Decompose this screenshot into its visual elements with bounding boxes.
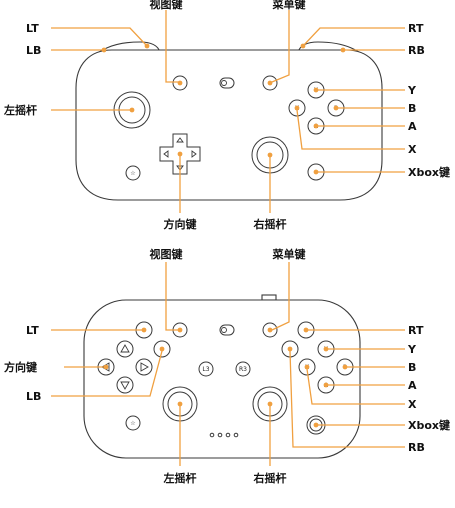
bottom-r3-letter: R3: [239, 366, 247, 373]
top-label-xbox: Xbox键: [408, 165, 451, 179]
top-leader-lines: [51, 10, 405, 213]
top-label-menu: 菜单键: [272, 0, 307, 11]
top-label-b: B: [408, 102, 416, 115]
bottom-label-b: B: [408, 361, 416, 374]
top-label-rt: RT: [408, 22, 424, 35]
bottom-dpad-up-icon: [120, 344, 130, 353]
bottom-share-button: [219, 324, 235, 336]
top-label-left-stick: 左摇杆: [3, 103, 37, 117]
top-label-rb: RB: [408, 44, 425, 57]
bottom-r3-button: [235, 361, 251, 377]
bottom-label-xbox: Xbox键: [408, 418, 451, 432]
bottom-label-lb: LB: [26, 390, 41, 403]
bottom-label-view: 视图键: [150, 247, 184, 261]
bottom-controller-body: [83, 299, 361, 459]
bottom-leader-lines: [51, 262, 405, 466]
top-share-icon: [221, 80, 227, 86]
bottom-label-menu: 菜单键: [272, 247, 307, 261]
bottom-label-a: A: [408, 379, 417, 392]
bottom-label-lt: LT: [26, 324, 39, 337]
top-label-a: A: [408, 120, 417, 133]
bottom-label-dpad: 方向键: [4, 360, 38, 374]
top-controller-body: [75, 49, 383, 201]
bottom-star-icon: ☆: [130, 420, 135, 427]
bottom-l3-letter: L3: [202, 366, 209, 373]
top-star-icon: ☆: [130, 170, 135, 177]
bottom-dpad-up: [116, 340, 134, 358]
top-label-x: X: [408, 143, 417, 156]
bottom-dpad-right-icon: [140, 362, 149, 372]
bottom-l3-button: [198, 361, 214, 377]
bottom-label-right-stick: 右摇杆: [253, 471, 287, 485]
top-dpad-up-icon: [176, 137, 184, 143]
top-share-button: [219, 77, 235, 89]
bottom-label-x: X: [408, 398, 417, 411]
bottom-dpad-down-icon: [120, 381, 130, 390]
top-dpad-left-icon: [163, 150, 169, 158]
bottom-star-button: [125, 415, 141, 431]
bottom-controller: L3 R3 Y B A X ☆: [4, 247, 451, 485]
bottom-dpad-right: [135, 358, 153, 376]
bottom-label-left-stick: 左摇杆: [163, 471, 197, 485]
bottom-dpad-down: [116, 376, 134, 394]
bottom-label-y: Y: [407, 343, 417, 356]
top-label-view: 视图键: [150, 0, 184, 11]
top-label-dpad: 方向键: [164, 217, 198, 231]
top-controller: Y B A X ☆ LT LB 视图键: [3, 0, 451, 231]
bottom-label-rb: RB: [408, 441, 425, 454]
top-star-button: [125, 165, 141, 181]
top-label-y: Y: [407, 84, 417, 97]
bottom-usb-port: [261, 294, 277, 301]
top-label-right-stick: 右摇杆: [253, 217, 287, 231]
top-label-lb: LB: [26, 44, 41, 57]
bottom-label-rt: RT: [408, 324, 424, 337]
top-dpad-right-icon: [191, 150, 197, 158]
bottom-led-indicators: [209, 432, 239, 438]
top-label-lt: LT: [26, 22, 39, 35]
bottom-share-icon: [221, 327, 227, 333]
